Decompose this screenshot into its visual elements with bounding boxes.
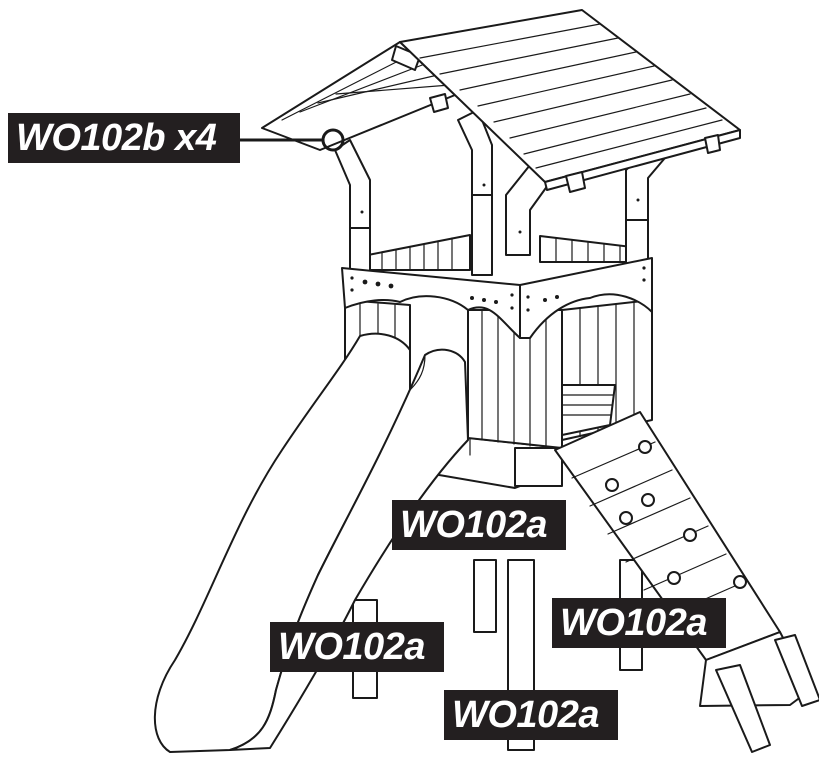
part-label-wo102a-bottom: WO102a [444, 690, 618, 740]
callout-leader [238, 128, 345, 152]
roof-right [399, 9, 741, 193]
railing-band [341, 257, 653, 339]
part-label-wo102b: WO102b x4 [8, 113, 240, 163]
part-label-wo102a-center: WO102a [392, 500, 566, 550]
part-label-wo102a-right: WO102a [552, 598, 726, 648]
upper-railing [367, 234, 641, 271]
roof-posts [334, 109, 671, 279]
part-label-wo102a-left: WO102a [270, 622, 444, 672]
roof-left [261, 41, 456, 151]
